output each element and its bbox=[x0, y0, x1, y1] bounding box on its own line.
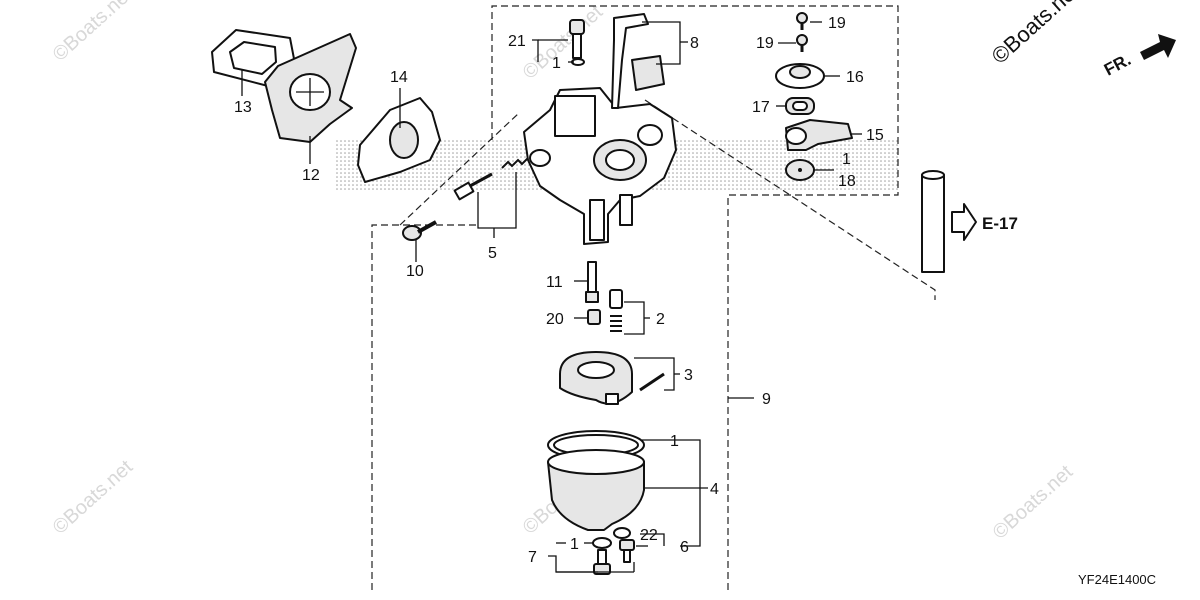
fuel-hose bbox=[921, 170, 977, 273]
callout-19-second: 19 bbox=[756, 35, 774, 52]
callout-17: 17 bbox=[752, 99, 770, 116]
callout-1-chamber: 1 bbox=[670, 433, 679, 450]
part-21-screw bbox=[569, 19, 585, 66]
part-6-drain-screw bbox=[619, 539, 635, 563]
callout-13: 13 bbox=[234, 99, 252, 116]
front-arrow-icon bbox=[1140, 34, 1176, 60]
part-11-float-needle bbox=[585, 261, 599, 303]
part-3-float bbox=[559, 351, 665, 405]
callout-15: 15 bbox=[866, 127, 884, 144]
front-indicator: FR. bbox=[1101, 34, 1176, 80]
callout-18: 18 bbox=[838, 173, 856, 190]
callout-1-top: 1 bbox=[552, 55, 561, 72]
callout-10: 10 bbox=[406, 263, 424, 280]
part-8-choke-lever bbox=[611, 13, 665, 109]
leader-lines bbox=[241, 21, 862, 573]
part-19-screw-a bbox=[796, 12, 808, 30]
callout-21: 21 bbox=[508, 33, 526, 50]
part-12-insulator bbox=[264, 33, 357, 143]
front-label: FR. bbox=[1101, 50, 1134, 80]
callout-12: 12 bbox=[302, 167, 320, 184]
part-20-jet bbox=[587, 309, 601, 325]
part-17-seal bbox=[785, 97, 815, 115]
callout-1-right: 1 bbox=[842, 151, 851, 168]
part-2-main-jet bbox=[609, 289, 623, 332]
callout-22: 22 bbox=[640, 527, 658, 544]
watermark-bottom-left: ©Boats.net bbox=[49, 456, 138, 539]
callout-7: 7 bbox=[528, 549, 537, 566]
callout-5: 5 bbox=[488, 245, 497, 262]
callout-16: 16 bbox=[846, 69, 864, 86]
part-5-pilot-screw bbox=[453, 157, 529, 201]
part-16-cover bbox=[775, 63, 825, 89]
dashed-enclosures bbox=[371, 5, 936, 590]
callout-4: 4 bbox=[710, 481, 719, 498]
watermark-top-right: ©Boats.net bbox=[987, 0, 1085, 69]
ref-arrow-icon bbox=[951, 203, 977, 241]
part-1-washer-bolt bbox=[592, 537, 612, 549]
part-10-screw bbox=[402, 220, 437, 241]
callout-8: 8 bbox=[690, 35, 699, 52]
watermark-bottom-right: ©Boats.net bbox=[989, 461, 1078, 544]
callout-9: 9 bbox=[762, 391, 771, 408]
part-7-bolt bbox=[593, 549, 611, 575]
callout-2: 2 bbox=[656, 311, 665, 328]
callout-6: 6 bbox=[680, 539, 689, 556]
watermark-top-center: ©Boats.net bbox=[519, 1, 608, 84]
part-14-gasket bbox=[357, 97, 441, 183]
watermark-top-left: ©Boats.net bbox=[49, 0, 138, 66]
part-18-washer bbox=[785, 159, 815, 181]
callout-19-top: 19 bbox=[828, 15, 846, 32]
part-22-washer bbox=[613, 527, 631, 539]
callout-11: 11 bbox=[546, 274, 563, 291]
ref-label-e17: E-17 bbox=[982, 214, 1018, 233]
part-4-float-chamber bbox=[547, 449, 645, 531]
diagram-code: YF24E1400C bbox=[1078, 572, 1156, 587]
part-19-screw-b bbox=[796, 34, 808, 52]
callout-3: 3 bbox=[684, 367, 693, 384]
callout-1-bolt: 1 bbox=[570, 536, 579, 553]
callout-labels: 13 12 14 10 5 21 1 8 19 19 16 17 15 1 18… bbox=[234, 15, 884, 566]
carburetor-body bbox=[523, 87, 677, 245]
callout-20: 20 bbox=[546, 311, 564, 328]
part-15-lever bbox=[785, 119, 853, 151]
callout-14: 14 bbox=[390, 69, 408, 86]
